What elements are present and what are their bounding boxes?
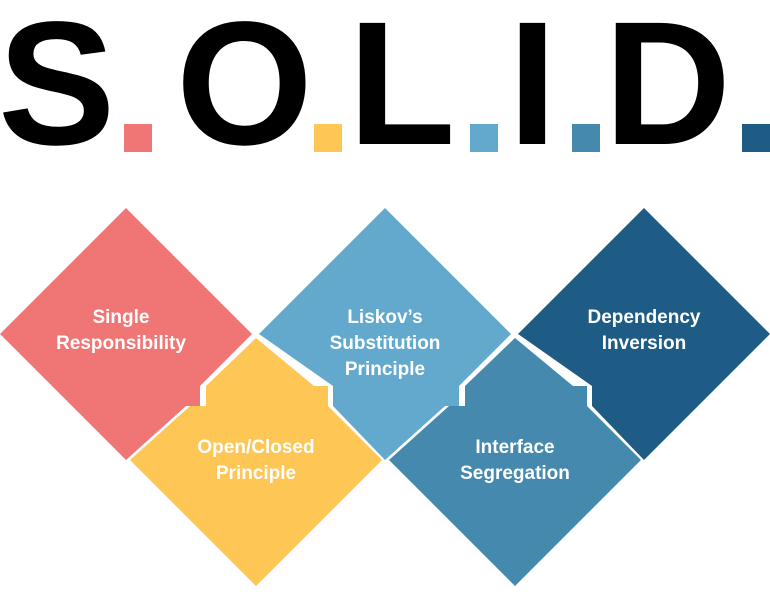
- title-letter-d: D: [604, 0, 731, 182]
- label-line: Dependency: [588, 307, 701, 328]
- label-line: Interface: [475, 437, 554, 458]
- diamond-liskov-substitution: [259, 208, 511, 460]
- title-dot-d: [742, 124, 770, 152]
- label-line: Responsibility: [56, 333, 186, 354]
- title-letter-i: I: [508, 0, 557, 182]
- label-line: Substitution: [330, 333, 441, 354]
- diamond-dependency-inversion: [518, 208, 770, 460]
- label-line: Principle: [216, 463, 296, 484]
- label-line: Inversion: [602, 333, 686, 354]
- title-dot-o: [314, 124, 342, 152]
- diamond-single-responsibility: [0, 208, 252, 460]
- label-line: Open/Closed: [197, 437, 314, 458]
- label-open-closed: Open/Closed Principle: [197, 437, 314, 484]
- title-dot-l: [470, 124, 498, 152]
- label-single-responsibility: Single Responsibility: [56, 307, 186, 354]
- label-liskov-substitution: Liskov’s Substitution Principle: [330, 307, 441, 380]
- solid-title: S O L I D: [0, 0, 770, 180]
- label-line: Single: [92, 307, 149, 328]
- title-letter-s: S: [0, 0, 115, 182]
- diamond-open-closed: [130, 338, 382, 586]
- label-line: Liskov’s: [347, 307, 422, 328]
- label-dependency-inversion: Dependency Inversion: [588, 307, 701, 354]
- label-interface-segregation: Interface Segregation: [460, 437, 570, 484]
- label-line: Segregation: [460, 463, 570, 484]
- label-line: Principle: [345, 359, 425, 380]
- diamond-interface-segregation: [389, 338, 641, 586]
- title-dot-s: [124, 124, 152, 152]
- title-letter-l: L: [348, 0, 455, 182]
- title-dot-i: [572, 124, 600, 152]
- title-letter-o: O: [176, 0, 313, 182]
